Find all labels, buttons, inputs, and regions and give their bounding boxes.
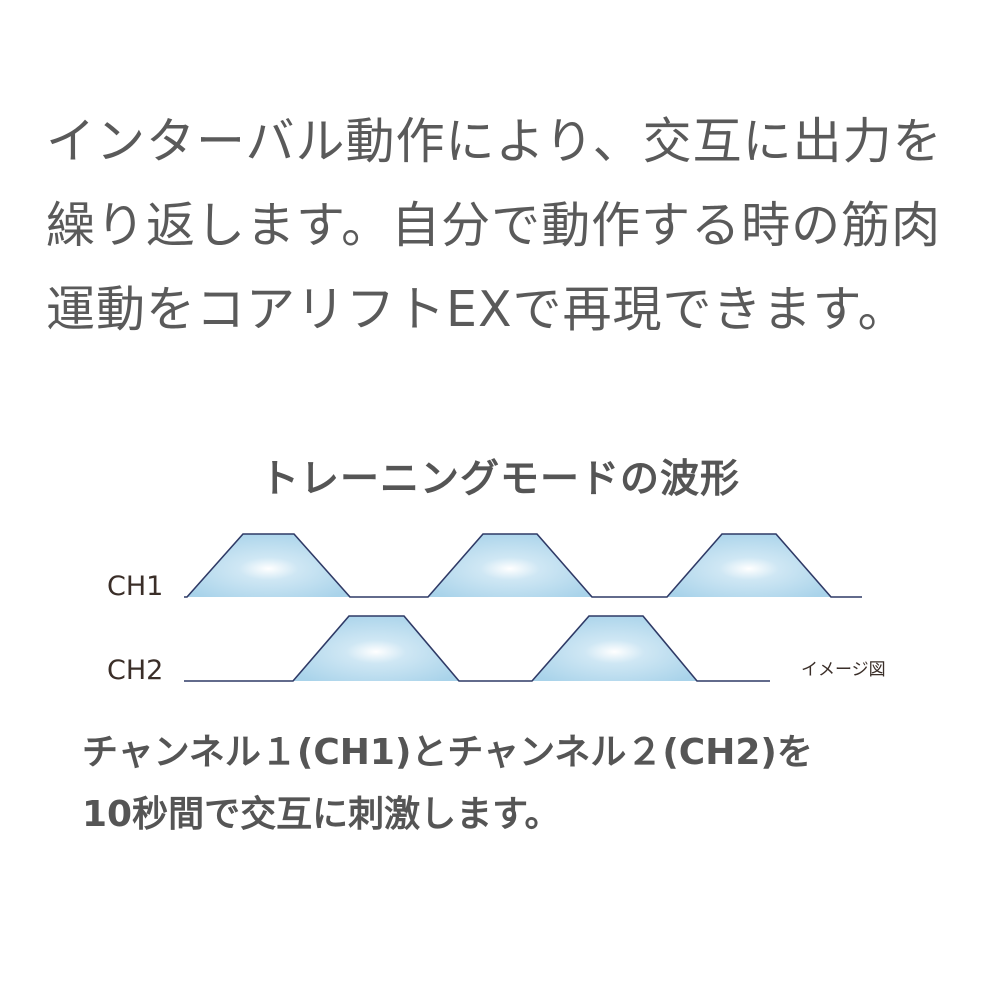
ch2-pulse-fills (293, 616, 697, 681)
intro-line-3: 運動をコアリフトEXで再現できます。 (46, 281, 908, 338)
ch2-label: CH2 (107, 655, 163, 686)
caption-text: チャンネル１(CH1)とチャンネル２(CH2)を 10秒間で交互に刺激します。 (82, 722, 982, 846)
intro-line-2: 繰り返します。自分で動作する時の筋肉 (46, 197, 942, 254)
ch2-pulse-1-fill (293, 616, 459, 681)
intro-text: インターバル動作により、交互に出力を 繰り返します。自分で動作する時の筋肉 運動… (46, 100, 966, 352)
caption-line-1: チャンネル１(CH1)とチャンネル２(CH2)を (82, 732, 813, 773)
ch1-pulse-3-fill (667, 534, 831, 597)
ch1-label: CH1 (107, 571, 163, 602)
ch1-pulse-1-fill (187, 534, 350, 597)
ch1-waveform-line (184, 533, 862, 598)
ch2-pulse-2-fill (532, 616, 697, 681)
ch1-pulse-2-fill (428, 534, 592, 597)
ch2-waveform-line (184, 615, 770, 682)
caption-line-2: 10秒間で交互に刺激します。 (82, 794, 561, 835)
intro-line-1: インターバル動作により、交互に出力を (46, 113, 943, 170)
ch1-pulse-fills (187, 534, 831, 597)
image-note: イメージ図 (801, 660, 886, 680)
diagram-title: トレーニングモードの波形 (259, 457, 740, 502)
